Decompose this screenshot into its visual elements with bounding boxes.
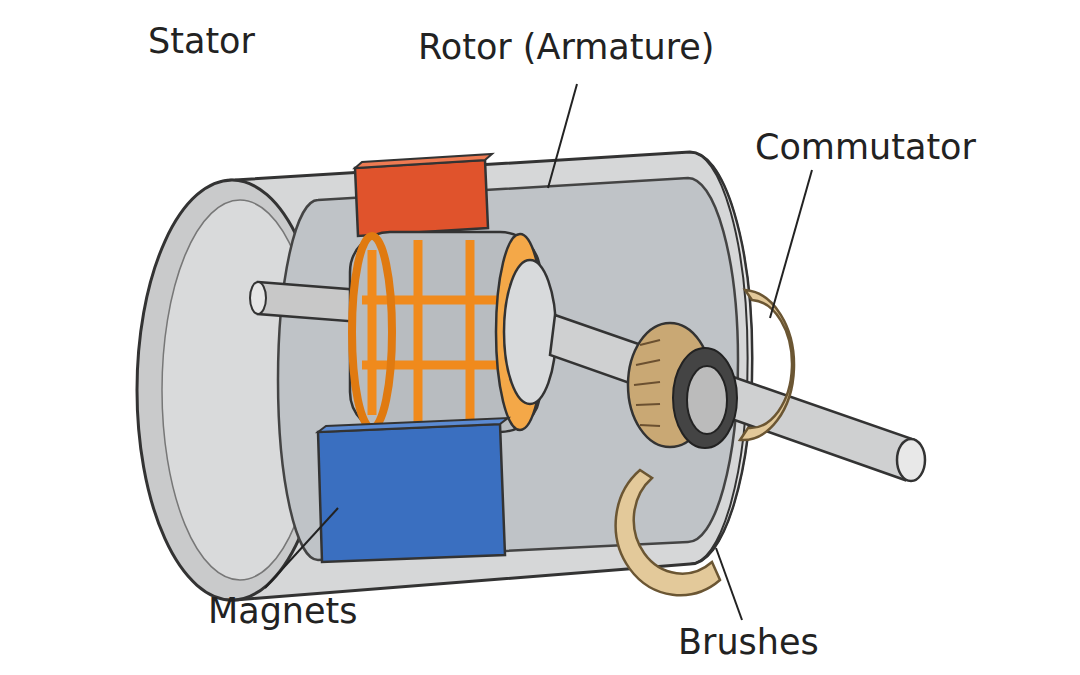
shaft-right — [550, 315, 915, 480]
brush-upper — [740, 290, 794, 440]
part-label: Rotor (Armature) — [418, 28, 714, 67]
part-label: Brushes — [678, 623, 819, 662]
south-magnet — [318, 424, 505, 562]
magnet-top — [355, 154, 492, 168]
leader-lines — [265, 84, 812, 620]
brush-lower — [616, 470, 720, 595]
shaft-end — [250, 282, 266, 314]
part-label: Commutator — [755, 128, 976, 167]
commutator-end — [673, 348, 737, 448]
shaft-end — [897, 439, 925, 481]
magnet-top — [318, 418, 508, 432]
stator-body — [138, 152, 752, 600]
part-label: Magnets — [208, 592, 358, 631]
north-magnet — [355, 160, 488, 236]
part-label: Stator — [148, 22, 255, 61]
commutator-segments — [634, 340, 660, 426]
armature-end — [504, 260, 556, 404]
winding-ring — [352, 236, 392, 428]
shaft-bearing — [687, 366, 727, 434]
shaft-left — [258, 282, 360, 322]
